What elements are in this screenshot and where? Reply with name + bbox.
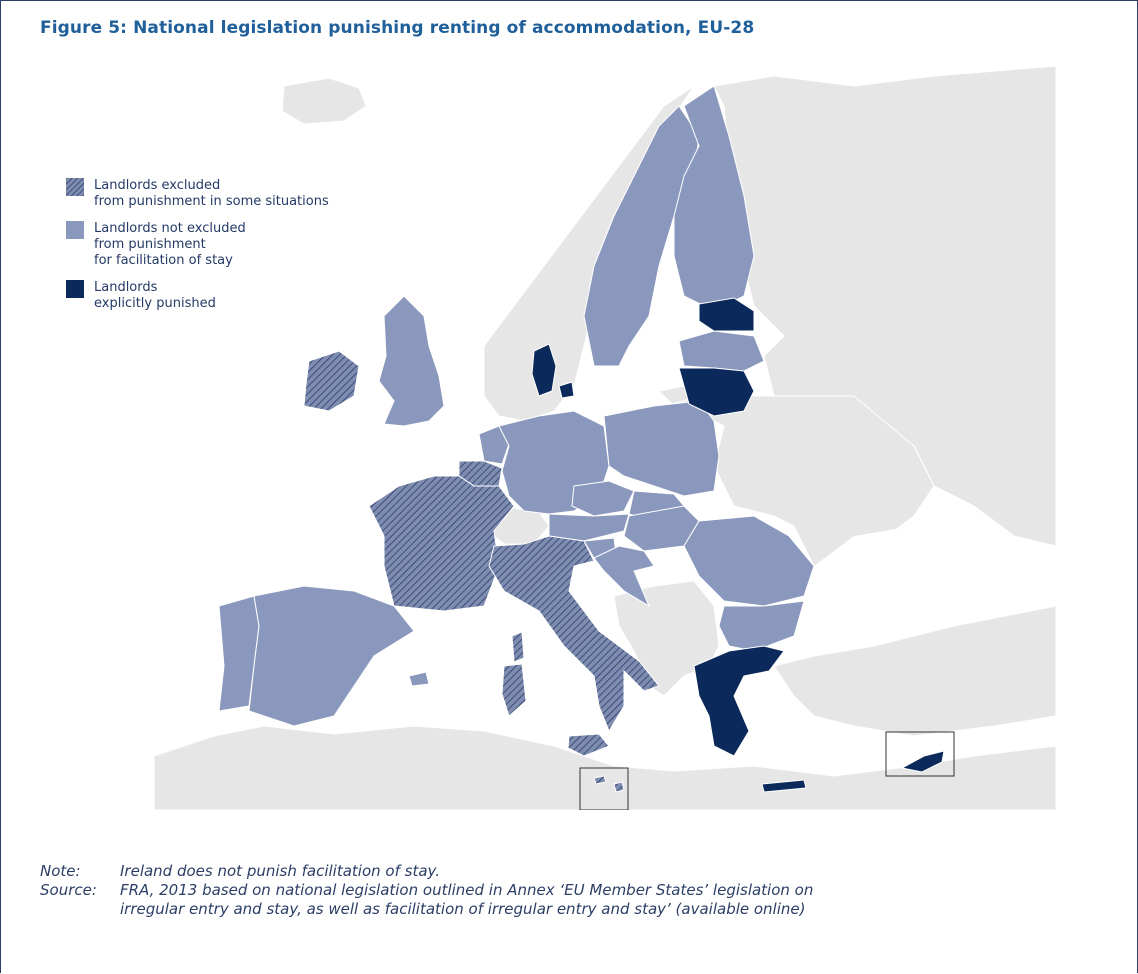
source-text-1: FRA, 2013 based on national legislation … [120,881,814,899]
legend-item-dark: Landlords explicitly punished [66,280,329,312]
cyprus [900,750,945,773]
sardinia [501,663,527,717]
eu-hatched-countries [303,350,660,793]
spain [248,585,415,727]
estonia [698,297,755,332]
source-text-2: irregular entry and stay, as well as fac… [120,900,806,918]
malta-inset-box [579,767,629,810]
legend-hatched-line2: from punishment in some situations [94,194,329,209]
iceland [281,77,367,125]
legend-item-hatched: Landlords excluded from punishment in so… [66,178,329,210]
legend-hatched-line1: Landlords excluded [94,178,221,193]
italy [488,535,660,733]
note-text: Ireland does not punish facilitation of … [120,862,441,880]
legend-light-line1: Landlords not excluded [94,221,246,236]
source-row: Source: FRA, 2013 based on national legi… [40,881,813,900]
legend: Landlords excluded from punishment in so… [66,178,329,323]
croatia [593,545,655,608]
notes: Note: Ireland does not punish facilitati… [40,862,813,919]
legend-dark-line1: Landlords [94,280,158,295]
cyprus-inset-box [885,731,955,777]
source-row-2: irregular entry and stay, as well as fac… [40,900,813,919]
united-kingdom [378,295,445,427]
legend-dark-line2: explicitly punished [94,296,216,311]
europe-map [154,66,1056,810]
eu-dark-countries [531,297,945,793]
sicily [567,733,610,757]
legend-light-line3: for facilitation of stay [94,253,233,268]
legend-item-light: Landlords not excluded from punishment f… [66,221,329,269]
netherlands [478,425,510,465]
czech-republic [571,480,635,517]
black-sea [814,526,1014,626]
denmark [531,343,575,399]
legend-swatch-dark [66,280,84,298]
poland [603,400,720,497]
bulgaria [718,600,805,652]
note-row: Note: Ireland does not punish facilitati… [40,862,813,881]
legend-light-line2: from punishment [94,237,206,252]
eu-light-countries [218,85,815,727]
figure-title: Figure 5: National legislation punishing… [40,18,755,38]
balearic-islands [408,671,430,687]
legend-swatch-light [66,221,84,239]
latvia [678,330,765,372]
source-label: Source: [40,881,97,899]
greece [693,645,785,757]
corsica [511,631,525,663]
non-eu-land [154,66,1056,810]
note-label: Note: [40,862,81,880]
ireland [303,350,360,412]
legend-swatch-hatched [66,178,84,196]
lithuania [678,367,755,417]
malta [593,775,625,793]
turkey [773,605,1056,737]
romania [683,515,815,607]
crete [761,779,807,793]
